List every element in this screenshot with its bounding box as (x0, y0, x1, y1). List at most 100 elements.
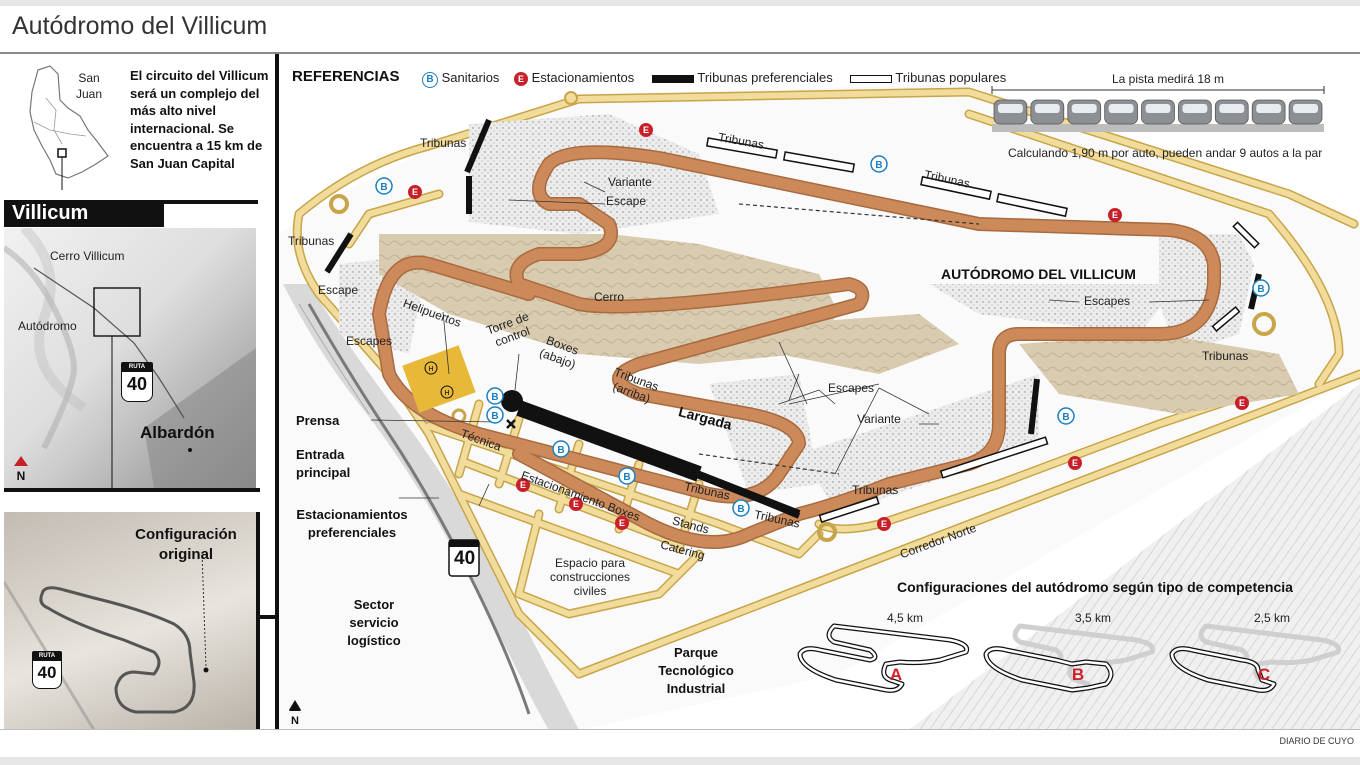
legend-sanitarios-label: Sanitarios (441, 70, 500, 85)
svg-text:B: B (491, 392, 498, 403)
label-estac-pref: Estacionamientos preferenciales (296, 507, 408, 540)
label-escapes-3: Escapes (828, 381, 875, 395)
svg-text:E: E (1239, 398, 1245, 408)
config-a-km: 4,5 km (887, 611, 924, 625)
intro-text: El circuito del Villicum será un complej… (130, 68, 269, 171)
car-icon (1251, 99, 1286, 125)
car-icon (1214, 99, 1249, 125)
svg-text:B: B (875, 160, 882, 171)
page-title: Autódromo del Villicum (12, 12, 268, 40)
svg-text:B: B (1257, 284, 1264, 295)
black-bar-icon (652, 74, 694, 83)
label-variante-1: Variante (608, 175, 652, 189)
svg-text:B: B (737, 504, 744, 515)
svg-text:E: E (1112, 210, 1118, 220)
car-icon (1141, 99, 1175, 125)
car-icon (1067, 99, 1102, 125)
sanitario-icon: B (422, 72, 438, 88)
footer-credit: DIARIO DE CUYO (1279, 736, 1354, 746)
albardon-label: Albardón (140, 423, 215, 442)
config-b-letter: B (1072, 665, 1084, 684)
svg-text:B: B (491, 411, 498, 422)
config-a-letter: A (890, 665, 902, 684)
white-bar-icon (850, 74, 892, 83)
config-a-diagram: A (797, 623, 970, 693)
ruta-40-shield-2: RUTA 40 (32, 651, 62, 689)
label-prensa: Prensa (296, 413, 340, 428)
villicum-bar: Villicum (4, 200, 164, 227)
config-b-km: 3,5 km (1075, 611, 1112, 625)
configs-title: Configuraciones del autódromo según tipo… (897, 579, 1293, 595)
svg-text:B: B (623, 472, 630, 483)
legend-tribunas-pop-label: Tribunas populares (895, 70, 1007, 85)
aerial-photo-original-config (4, 512, 256, 730)
left-separator (4, 488, 260, 492)
cerro-villicum-label: Cerro Villicum (50, 249, 125, 263)
track-width-cars (991, 86, 1325, 132)
north-arrow-icon: N (14, 456, 28, 482)
original-config-label: Configuración original (135, 526, 237, 563)
ruta-word-2: RUTA (33, 652, 61, 661)
svg-text:E: E (881, 519, 887, 529)
north-arrow-icon-map: N (289, 702, 301, 726)
svg-text:E: E (643, 125, 649, 135)
svg-text:H: H (444, 390, 449, 397)
svg-text:E: E (619, 518, 625, 528)
label-autodromo: AUTÓDROMO DEL VILLICUM (941, 266, 1136, 282)
label-tribunas-5: Tribunas (1202, 349, 1249, 363)
label-espacio: Espacio para construcciones civiles (549, 556, 631, 598)
config-c-diagram: C (1169, 623, 1342, 693)
car-icon (1288, 99, 1323, 125)
svg-text:N: N (17, 469, 26, 482)
car-icon (1030, 99, 1065, 125)
ruta-number: 40 (126, 374, 148, 394)
label-cerro: Cerro (594, 290, 625, 304)
config-c-letter: C (1258, 665, 1270, 684)
car-icon (1178, 99, 1212, 125)
map-ruta-40-number: 40 (454, 548, 476, 569)
label-tribunas-1: Tribunas (420, 136, 467, 150)
label-entrada: Entrada principal (296, 447, 351, 480)
svg-text:B: B (380, 182, 387, 193)
legend-title: REFERENCIAS (292, 68, 400, 85)
inner-separator (256, 512, 260, 730)
config-b-diagram: B (983, 623, 1156, 693)
ruta-number-2: 40 (37, 663, 57, 682)
label-tribunas-6: Tribunas (852, 483, 899, 497)
label-escapes-2: Escapes (1084, 294, 1131, 308)
label-variante-2: Variante (857, 412, 901, 426)
ruta-word: RUTA (122, 363, 152, 372)
svg-text:E: E (412, 187, 418, 197)
svg-text:H: H (428, 366, 433, 373)
bottom-divider (0, 729, 1360, 730)
inner-separator-stub (256, 615, 276, 619)
panel-divider (275, 54, 279, 730)
label-tribunas-2: Tribunas (288, 234, 335, 248)
track-width-title: La pista medirá 18 m (1112, 72, 1225, 86)
title-divider (0, 52, 1360, 54)
svg-text:N: N (291, 715, 299, 726)
svg-text:E: E (520, 480, 526, 490)
san-juan-label: San Juan (75, 71, 103, 101)
estacionamiento-icon: E (514, 72, 528, 86)
label-sector: Sector servicio logístico (347, 597, 401, 648)
svg-text:E: E (1072, 458, 1078, 468)
legend-tribunas-pref: Tribunas preferenciales (652, 70, 833, 85)
svg-text:E: E (573, 499, 579, 509)
car-icon (1104, 99, 1138, 125)
track-width-caption: Calculando 1,90 m por auto, pueden andar… (1008, 146, 1323, 160)
label-parque: Parque Tecnológico Industrial (658, 645, 734, 696)
label-escapes-1: Escapes (346, 334, 393, 348)
label-escape-2: Escape (318, 283, 359, 297)
svg-text:B: B (1062, 412, 1069, 423)
legend-estacionamientos: E Estacionamientos (514, 70, 634, 86)
villicum-bar-line (164, 200, 258, 204)
legend-estacionamientos-label: Estacionamientos (531, 70, 635, 85)
legend-tribunas-pref-label: Tribunas preferenciales (697, 70, 833, 85)
autodromo-aerial-label: Autódromo (18, 319, 77, 333)
ruta-40-shield: RUTA 40 (121, 362, 153, 402)
svg-text:B: B (557, 445, 564, 456)
label-escape-1: Escape (606, 194, 647, 208)
aerial-photo-villicum (4, 228, 256, 488)
autodromo-map: H H (279, 54, 1360, 730)
